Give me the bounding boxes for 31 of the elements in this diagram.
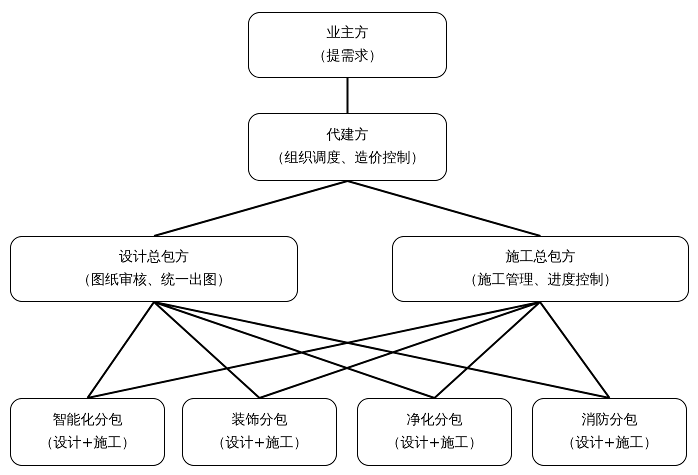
org-box <box>248 12 447 78</box>
role-description: （施工管理、进度控制） <box>464 272 618 289</box>
org-box <box>532 398 687 466</box>
org-box <box>10 398 165 466</box>
role-description: （图纸审核、统一出图） <box>77 272 231 289</box>
role-title: 代建方 <box>326 127 368 144</box>
role-description: （设计+施工） <box>562 435 658 452</box>
org-box <box>182 398 337 466</box>
org-box <box>392 236 689 302</box>
connector-line <box>154 180 348 237</box>
role-description: （设计+施工） <box>386 435 482 452</box>
org-box <box>10 236 298 302</box>
role-title: 净化分包 <box>406 412 462 429</box>
connector-line <box>539 301 610 399</box>
connector-line <box>347 180 541 237</box>
role-description: （提需求） <box>312 48 382 65</box>
role-description: （组织调度、造价控制） <box>270 150 424 167</box>
role-title: 设计总包方 <box>119 249 189 266</box>
org-box <box>248 113 447 181</box>
role-description: （设计+施工） <box>40 435 136 452</box>
connector-line <box>153 301 260 399</box>
role-description: （设计+施工） <box>212 435 308 452</box>
role-title: 智能化分包 <box>52 412 122 429</box>
role-title: 施工总包方 <box>506 249 576 266</box>
role-title: 消防分包 <box>582 412 638 429</box>
connector-line <box>346 78 348 113</box>
role-title: 装饰分包 <box>232 412 288 429</box>
connector-line <box>434 301 541 399</box>
org-box <box>357 398 512 466</box>
role-title: 业主方 <box>326 25 368 42</box>
connector-line <box>86 301 155 399</box>
